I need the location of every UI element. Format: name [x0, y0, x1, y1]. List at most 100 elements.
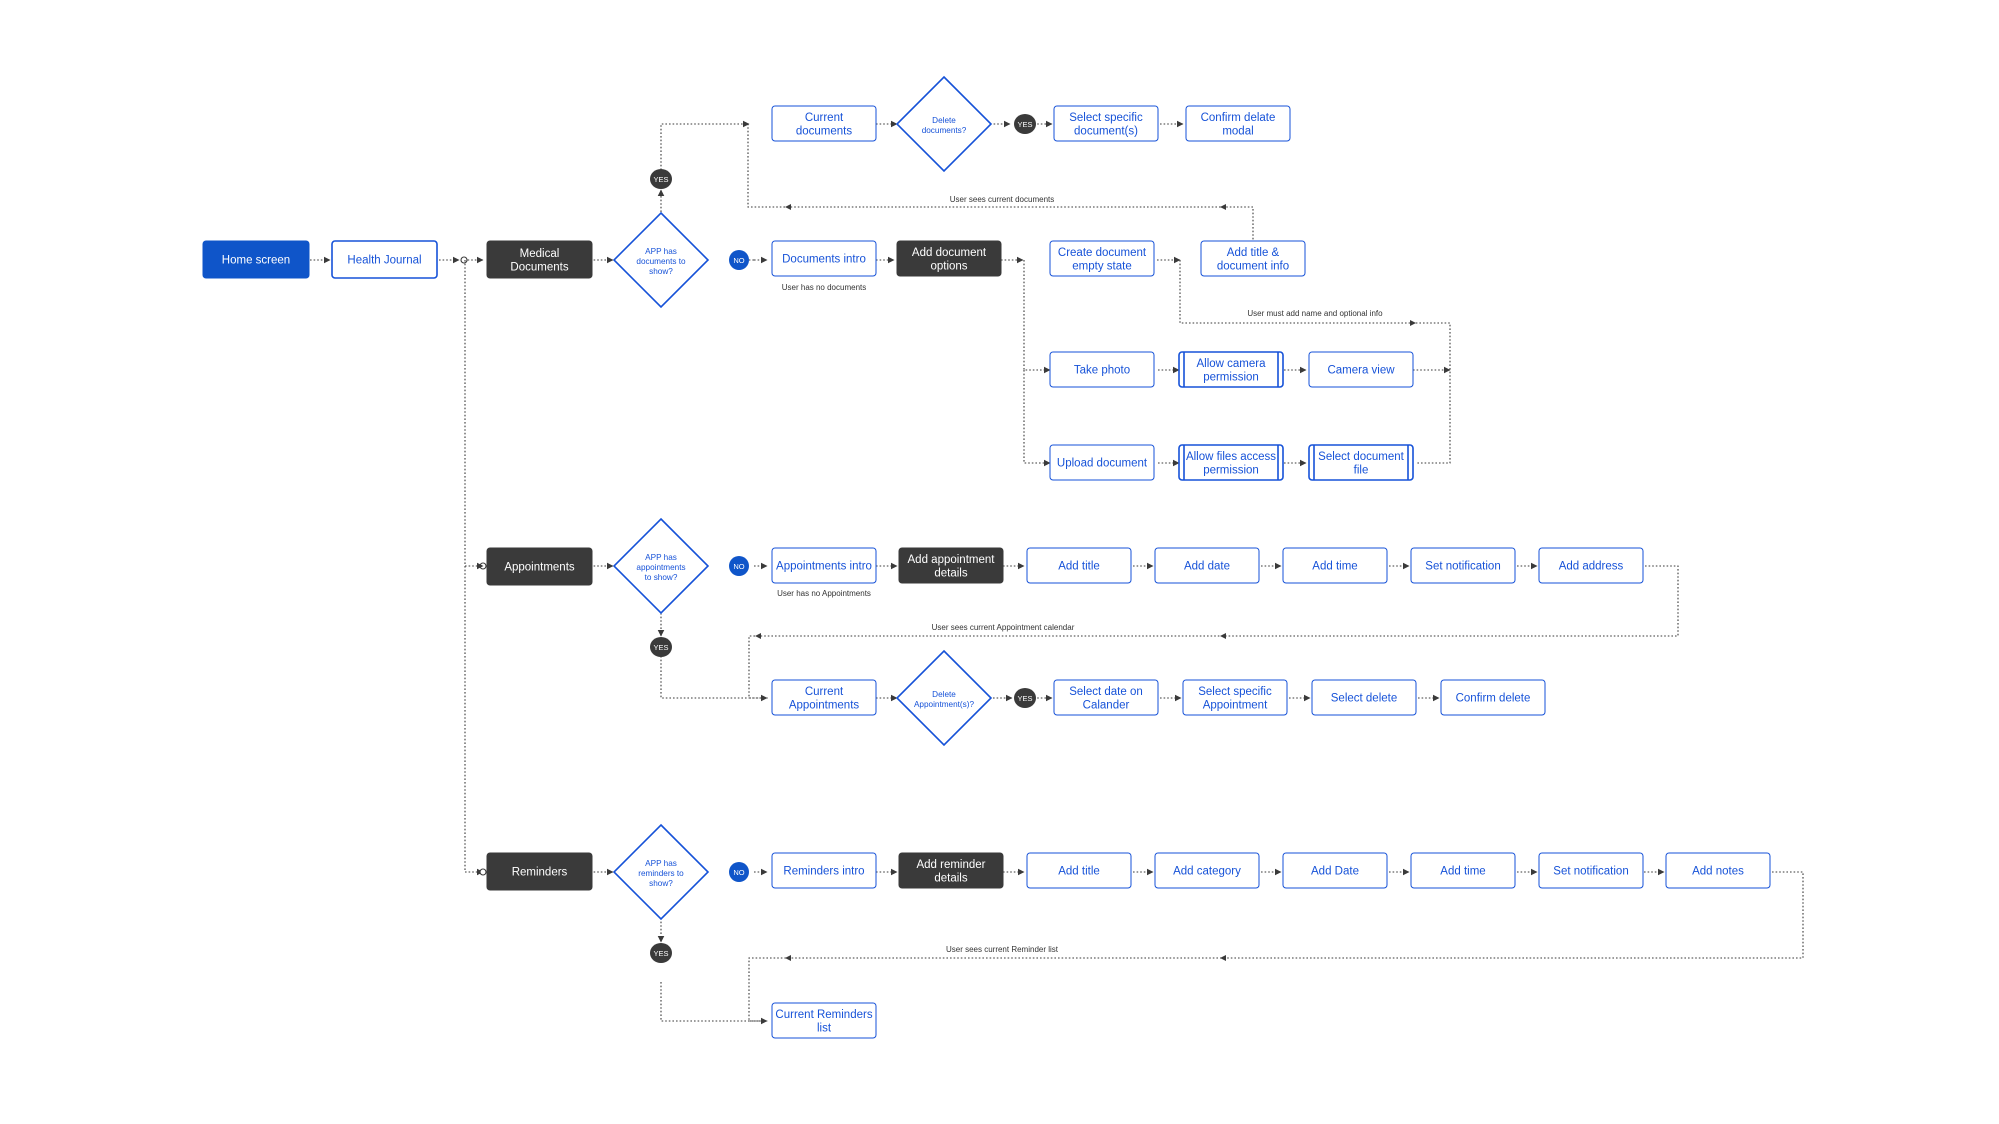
node-rem_add_category-label: Add category [1173, 866, 1241, 878]
node-docs_intro[interactable]: Documents intro [771, 240, 877, 277]
no-badge: NO [729, 250, 749, 270]
node-current_appts-label: Current [805, 686, 844, 698]
node-upload_doc[interactable]: Upload document [1049, 444, 1155, 481]
node-create_doc-box [1049, 240, 1155, 277]
node-reminders-box [486, 852, 593, 891]
no-badge: NO [729, 556, 749, 576]
decision-q_delete_docs-label: documents? [922, 126, 967, 135]
node-journal-box [331, 240, 438, 279]
node-allow_camera-label: Allow camera [1196, 358, 1266, 370]
node-appt_set_notif[interactable]: Set notification [1410, 547, 1516, 584]
node-confirm_delete[interactable]: Confirm delete [1440, 679, 1546, 716]
yes-badge-shape [1014, 114, 1036, 134]
yes-badge-label: YES [653, 949, 668, 958]
node-rem_add_time-label: Add time [1440, 866, 1485, 878]
yes-badge: YES [650, 943, 672, 963]
node-confirm_delete_modal-box [1185, 105, 1291, 142]
node-add_appt_details-label: details [934, 567, 967, 579]
node-allow_files-label: Allow files access [1186, 451, 1276, 463]
node-reminders_intro[interactable]: Reminders intro [771, 852, 877, 889]
decision-q_reminders-label: reminders to [638, 869, 684, 878]
node-camera_view-box [1308, 351, 1414, 388]
yes-badge-label: YES [653, 175, 668, 184]
node-select_date-box [1053, 679, 1159, 716]
node-appts_intro[interactable]: Appointments intro [771, 547, 877, 584]
node-add_reminder_details-label: Add reminder [916, 859, 985, 871]
yes-badge-label: YES [653, 643, 668, 652]
node-appts_intro-label: Appointments intro [776, 561, 872, 573]
connector-line [464, 260, 484, 876]
node-reminders_intro-label: Reminders intro [783, 866, 864, 878]
node-reminders-label: Reminders [512, 867, 568, 879]
yes-badge-shape [650, 637, 672, 657]
node-appt_add_address[interactable]: Add address [1538, 547, 1644, 584]
yes-badge-label: YES [1017, 120, 1032, 129]
node-rem_add_notes-box [1665, 852, 1771, 889]
connector-line [748, 565, 1679, 699]
node-home-label: Home screen [222, 255, 290, 267]
node-rem_add_date[interactable]: Add Date [1282, 852, 1388, 889]
node-appt_add_title[interactable]: Add title [1026, 547, 1132, 584]
node-rem_add_title[interactable]: Add title [1026, 852, 1132, 889]
node-select_appt-label: Select specific [1198, 686, 1272, 698]
node-select_delete[interactable]: Select delete [1311, 679, 1417, 716]
node-take_photo[interactable]: Take photo [1049, 351, 1155, 388]
node-appt_add_date[interactable]: Add date [1154, 547, 1260, 584]
node-add_reminder_details-box [898, 852, 1004, 889]
node-allow_camera-box [1178, 351, 1284, 388]
note-user-no-docs: User has no documents [782, 283, 867, 292]
decision-q_delete_appts-shape [895, 649, 993, 747]
node-select_delete-box [1311, 679, 1417, 716]
node-rem_add_notes[interactable]: Add notes [1665, 852, 1771, 889]
node-camera_view[interactable]: Camera view [1308, 351, 1414, 388]
connector-arrow [755, 633, 761, 639]
node-appt_add_time-label: Add time [1312, 561, 1357, 573]
node-rem_set_notif[interactable]: Set notification [1538, 852, 1644, 889]
decision-q_docs-shape [612, 211, 710, 309]
yes-badge-shape [650, 169, 672, 189]
connector-arrow [1220, 633, 1226, 639]
connector-line [1023, 260, 1051, 374]
node-rem_add_time[interactable]: Add time [1410, 852, 1516, 889]
node-journal[interactable]: Health Journal [331, 240, 438, 279]
node-current_appts-label: Appointments [789, 699, 860, 711]
node-appts[interactable]: Appointments [486, 547, 593, 586]
decision-q_delete_appts-label: Appointment(s)? [914, 700, 975, 709]
node-appts_intro-box [771, 547, 877, 584]
node-rem_add_category[interactable]: Add category [1154, 852, 1260, 889]
node-select_date-label: Calander [1083, 699, 1130, 711]
node-reminders[interactable]: Reminders [486, 852, 593, 891]
node-select_date-label: Select date on [1069, 686, 1143, 698]
node-home[interactable]: Home screen [202, 240, 310, 279]
branch-junction [479, 868, 487, 876]
node-med-box [486, 240, 593, 279]
decision-q_docs-label: show? [649, 267, 673, 276]
node-add_title_doc-label: document info [1217, 260, 1289, 272]
node-current_reminders-label: list [817, 1022, 832, 1034]
node-create_doc-label: Create document [1058, 247, 1147, 259]
decision-q_docs-label: documents to [636, 257, 686, 266]
node-add_title_doc[interactable]: Add title &document info [1200, 240, 1306, 277]
node-appt_add_time[interactable]: Add time [1282, 547, 1388, 584]
connector-line [748, 871, 1804, 1022]
